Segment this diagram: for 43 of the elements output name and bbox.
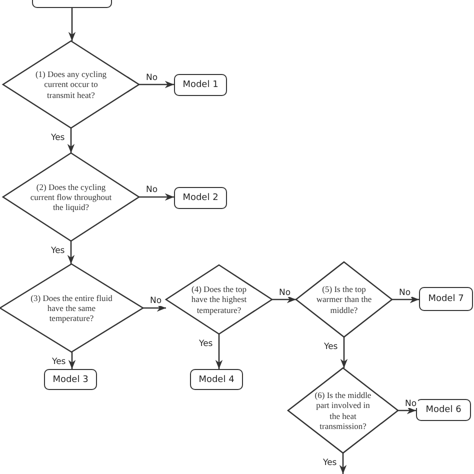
edge-label: Yes	[322, 459, 338, 468]
model-box: Model 7	[419, 287, 473, 311]
arrow	[139, 80, 174, 88]
arrow	[392, 296, 419, 304]
edge-label: Yes	[51, 358, 67, 366]
model-box: Model 3	[44, 369, 97, 390]
arrow	[143, 304, 166, 312]
decision-diamond	[3, 153, 139, 241]
arrow	[215, 334, 223, 369]
decision-diamond	[0, 264, 143, 352]
edge-label: Yes	[198, 340, 214, 348]
arrow	[68, 352, 76, 369]
decision-diamond	[288, 368, 398, 453]
arrow	[67, 128, 75, 153]
arrow	[68, 8, 76, 41]
arrow	[398, 406, 416, 414]
decision-diamond	[296, 262, 392, 337]
question-text: (2) Does the cycling current flow throughout the liquid?	[30, 182, 112, 212]
question-text: (6) Is the middle part involved in the heat transmission?	[314, 390, 372, 431]
edge-label: No	[404, 400, 418, 408]
model-box: Model 6	[416, 399, 471, 421]
decision-diamond	[166, 265, 272, 334]
model-box: Model 4	[190, 369, 243, 390]
question-text: (3) Does the entire fluid have the same temperature?	[30, 292, 114, 324]
arrow	[339, 453, 347, 474]
edge-label: Yes	[50, 134, 66, 142]
edge-label: Yes	[50, 247, 66, 256]
arrow	[340, 337, 348, 368]
edge-label: Yes	[323, 343, 339, 352]
edge-label: No	[278, 288, 292, 297]
question-text: (4) Does the top have the highest temperature?	[190, 284, 248, 315]
model-box: Model 1	[174, 74, 227, 96]
arrow	[139, 193, 174, 201]
arrow	[272, 296, 296, 304]
edge-label: No	[145, 74, 159, 82]
edge-label: No	[398, 288, 412, 297]
question-text: (1) Does any cycling current occur to transmit heat?	[34, 69, 108, 100]
decision-diamond	[3, 41, 139, 128]
question-text: (5) Is the top warmer than the middle?	[315, 284, 373, 315]
model-box: Model 2	[174, 187, 227, 209]
edge-label: No	[149, 297, 163, 306]
edge-label: No	[145, 186, 159, 194]
arrow	[67, 241, 75, 264]
